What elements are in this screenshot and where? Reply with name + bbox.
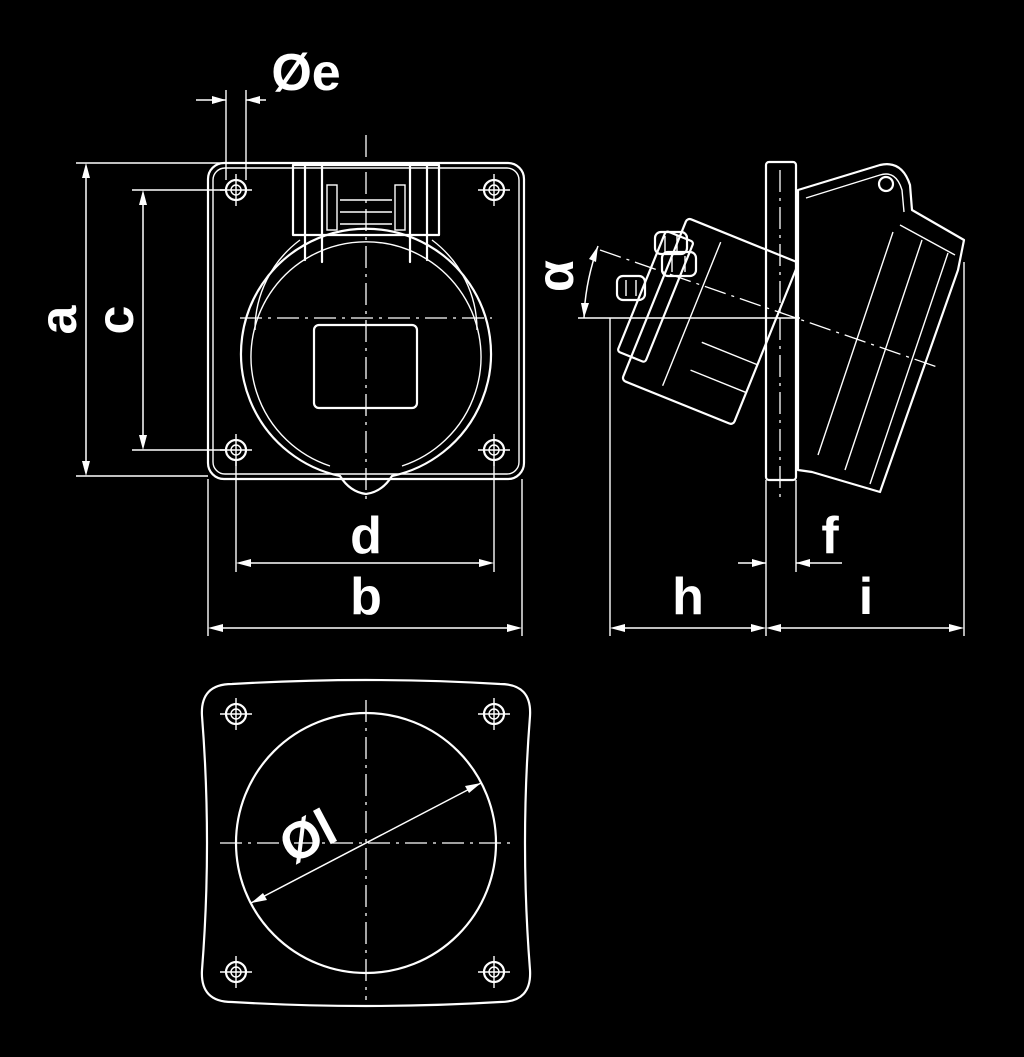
label-b: b [350, 568, 382, 626]
cutout-mounting-hole-tr [478, 698, 510, 730]
label-h: h [672, 568, 704, 626]
side-view: α f h i [527, 160, 966, 636]
cutout-view: Øl [200, 678, 532, 1008]
front-lid-ring [250, 241, 482, 467]
label-alpha: α [527, 260, 585, 292]
side-rear-body [617, 217, 799, 425]
label-c: c [87, 306, 145, 335]
label-i: i [859, 568, 873, 626]
cutout-mounting-hole-tl [220, 698, 252, 730]
dimension-c [132, 189, 225, 451]
front-mounting-hole-tl [220, 174, 252, 206]
cutout-mounting-hole-bl [220, 956, 252, 988]
dimension-l [250, 782, 482, 904]
dimension-b [207, 479, 523, 636]
side-hinge-pin [877, 175, 895, 193]
dimension-d [235, 460, 495, 572]
dimension-a [76, 162, 225, 477]
front-lid-outline [239, 227, 493, 496]
dimension-h [609, 318, 766, 636]
cutout-flange-outline [200, 678, 532, 1008]
label-f: f [821, 507, 839, 565]
dimension-f [738, 480, 842, 636]
side-flange [764, 160, 798, 482]
dimension-e [196, 90, 266, 180]
front-view: a c Øe d [30, 44, 526, 636]
label-d: d [350, 507, 382, 565]
label-l: Øl [270, 798, 346, 875]
side-tilt-centerline [599, 249, 941, 369]
dimension-i [766, 262, 965, 636]
dimension-alpha [578, 245, 800, 319]
cutout-mounting-hole-br [478, 956, 510, 988]
label-a: a [30, 304, 88, 334]
side-terminals [615, 230, 698, 302]
side-lid-housing [796, 163, 966, 494]
label-e: Øe [271, 44, 340, 102]
front-mounting-hole-tr [478, 174, 510, 206]
